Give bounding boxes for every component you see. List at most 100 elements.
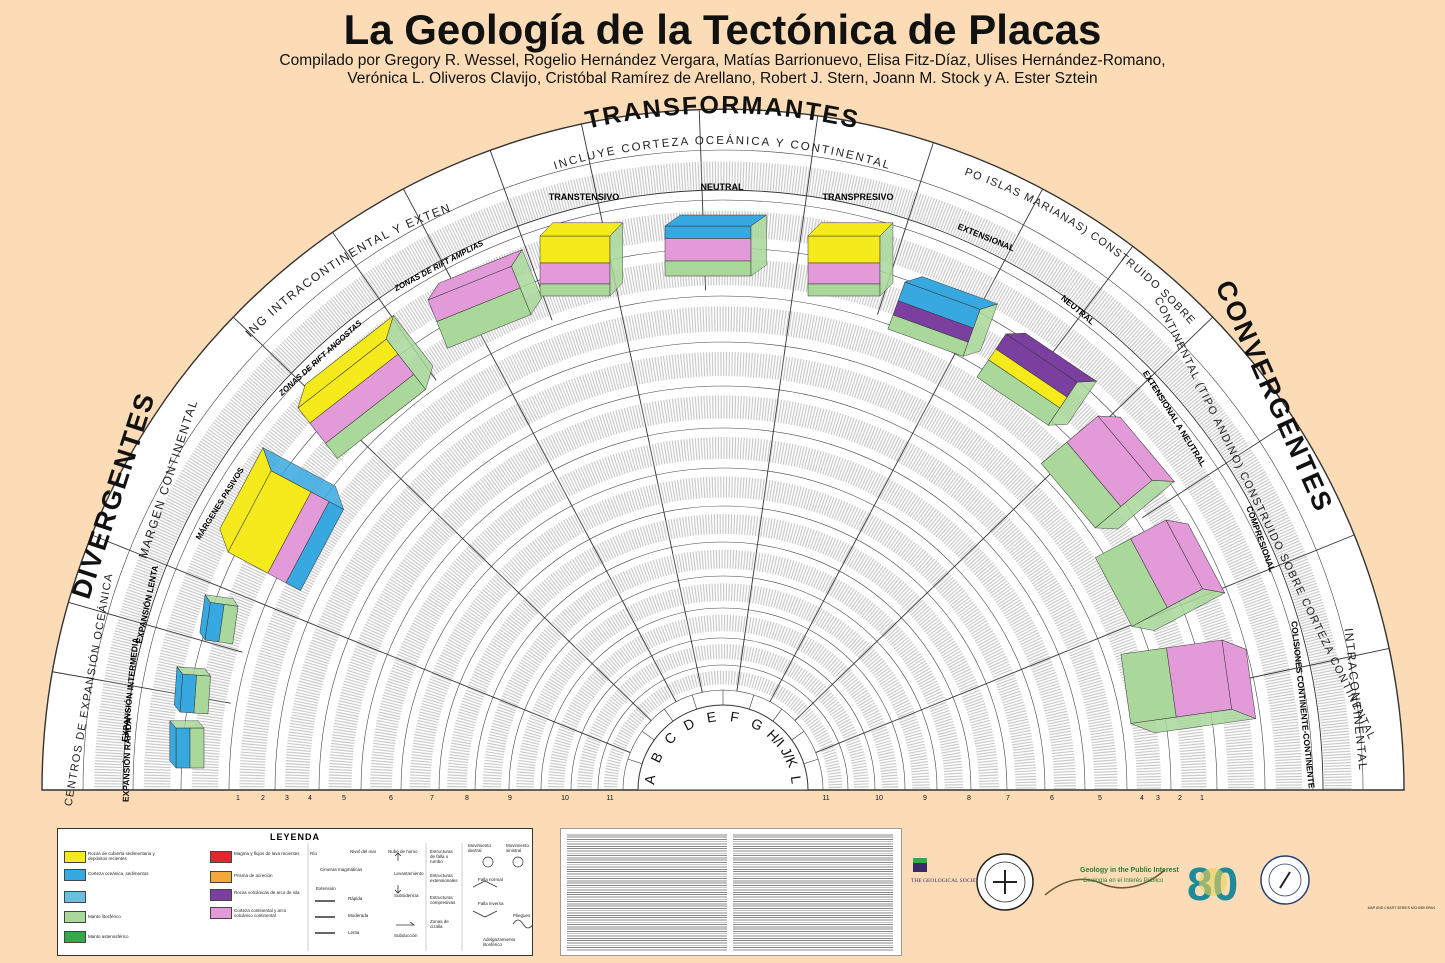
transpresivo-label: TRANSPRESIVO [822,192,893,202]
row-number: 1 [236,795,240,802]
hub-tick [663,708,674,722]
colisiones-block [1120,639,1257,734]
legend-item-falla-rumbo: Estructuras de falla o rumbo [430,849,453,864]
fan-divider [68,601,243,653]
legend-item-rio: Río [310,851,318,856]
row-number: 6 [389,795,393,802]
legend-swatch-purple [210,889,232,901]
logos-row: THE GEOLOGICAL SOCIETY OF AMERICA® Geolo… [911,853,1310,911]
fan-ring [132,199,1314,791]
fan-divider [815,534,1355,753]
legend-item-sinistral: Movimiento sinistral [506,843,530,853]
legend-item-falla-normal: Falla normal [478,877,503,882]
legend-item-subsidencia: Subsidencia [394,893,419,898]
fan-divider [736,115,819,692]
hub-tick [803,758,819,765]
row-number: 6 [1050,795,1054,802]
fan-ring [438,505,1008,791]
legend-item-6: Prisma de acreción [234,873,273,878]
transpresivo-block [807,222,894,297]
legend-item-2: Corteza oceánica, sedimentos [88,871,149,876]
transtensivo-label: TRANSTENSIVO [549,192,620,202]
gsa-logo-text: THE GEOLOGICAL SOCIETY OF AMERICA® [911,877,1022,884]
cell-text [94,161,1352,791]
legend-item-nivel: Nivel del mar [350,849,377,854]
fan-ring [400,467,1046,791]
row-number: 3 [285,795,289,802]
row-number: 4 [308,795,312,802]
row-number: 8 [967,795,971,802]
legend-item-3: Manto litosférico [88,914,121,919]
legend-swatch-dark-green [64,931,86,943]
gsa-logo: THE GEOLOGICAL SOCIETY OF AMERICA® [911,858,1022,884]
hub-tick [748,694,755,710]
legend-item-levantamiento: Levantamiento [394,871,424,876]
legend-item-5: Magma y flujos de lava recientes [234,851,300,856]
row-number: 10 [875,795,883,802]
row-number: 3 [1156,795,1160,802]
legend-item-lenta: Lenta [348,930,360,935]
row-number: 5 [1098,795,1102,802]
legend-item-adelgazamiento: Adelgazamiento litosférico [483,937,516,947]
public-interest-subtitle: Geología en el Interés Público [1083,878,1164,884]
public-interest-logo: Geology in the Public Interest Geología … [1044,867,1179,896]
legend-swatch-pink [210,907,232,919]
authors-line-1: Compilado por Gregory R. Wessel, Rogelio… [279,52,1166,69]
legend-item-extensionales: Estructuras extensionales [430,873,458,883]
cell-text [239,306,1207,791]
legend-item-extension: Extensión [316,886,336,891]
fan-ring [570,637,876,791]
row-number: 7 [1006,795,1010,802]
text-column-right [733,833,893,951]
legend-item-dextral: Movimiento dextral [468,843,492,853]
legend-item-7: Rocas volcánicas de arco de isla [234,890,300,895]
eightieth-anniversary-logo: 80 [1187,858,1238,910]
fan-ring [474,541,972,791]
legend-item-subduccion: Subducción [394,933,418,938]
legend-item-cimeras: Cimeras magmáticas [320,867,363,872]
row-number: 7 [430,795,434,802]
rift-angostas-block [297,314,434,459]
hub-tick [691,694,698,710]
explanatory-text-panel [560,828,902,956]
fan-divider [580,123,703,693]
neutral-convergent-block [976,332,1098,426]
cell-text [603,670,843,791]
legend-symbols [307,843,532,951]
row-number: 10 [561,795,569,802]
column-letter: A [641,773,658,785]
hub-tick [641,730,655,741]
hub-tick [791,730,805,741]
fan-divider [794,316,1214,721]
cell-text [482,549,964,791]
legend-swatch-green [64,911,86,923]
authors-line-2: Verónica L. Oliveros Clavijo, Cristóbal … [347,70,1098,87]
legend-item-4: Manto astenosférico [88,934,129,939]
cell-text [409,476,1037,791]
cell-text [370,437,1076,791]
fan-dividers [52,109,1390,791]
neutral-transform-block [664,214,768,277]
fan-divider [232,316,652,721]
column-letter: F [729,708,740,725]
row-number: 11 [822,795,829,802]
legend-swatch-orange [210,871,232,883]
rift-amplias-block [427,249,542,349]
row-number: 2 [261,795,265,802]
compresional-block [1095,519,1226,631]
legend-title: LEYENDA [269,832,320,842]
fan-ring [597,664,849,791]
legend-item-compresivas: Estructuras compresivas [430,895,456,905]
inner-hub [637,704,809,791]
map-series-info: MAP AND CHART SERIES MCH089.SPAN [1310,906,1435,910]
row-number: 4 [1140,795,1144,802]
legend-item-nube: Nube de humo [388,849,418,854]
legend-item-8: Corteza continental y arco volcánico con… [234,908,287,918]
row-number: 8 [465,795,469,802]
neutral-transform-label: NEUTRAL [701,182,744,192]
legend-item-1: Rocas de cubierta sedimentaria y depósit… [88,851,155,861]
block-diagrams [169,214,1257,769]
legend-panel: LEYENDA Rocas de cubierta sedimentaria y… [57,828,533,956]
map-series-number: MAP AND CHART SERIES MCH089.SPAN [1367,906,1435,910]
row-number: 9 [508,795,512,802]
